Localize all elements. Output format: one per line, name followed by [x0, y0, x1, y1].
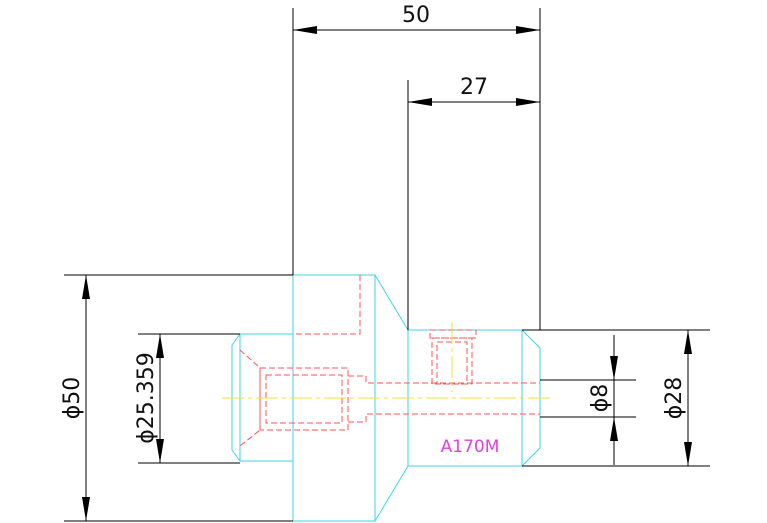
part-label: A170M [441, 437, 500, 457]
dim-bore-diameter-text: ϕ25.359 [134, 352, 159, 444]
hidden-through-hole [348, 375, 540, 384]
arrow-d25-bottom [156, 439, 164, 463]
arrow-27-right [516, 98, 540, 106]
hidden-lines [239, 275, 540, 447]
arrow-50-right [516, 26, 540, 34]
hidden-cross-hole-outer [429, 329, 477, 339]
dim-step-length-text: 27 [460, 75, 488, 100]
arrow-d8-top [610, 356, 618, 380]
arrow-d50-bottom [82, 497, 90, 521]
arrow-27-left [408, 98, 432, 106]
hidden-bore-chamfer [239, 349, 261, 447]
arrow-d8-bottom [610, 417, 618, 441]
dim-overall-length-text: 50 [402, 3, 430, 28]
hidden-step-line [293, 275, 361, 335]
arrow-d28-top [684, 330, 692, 354]
hidden-through-hole-bottom [348, 413, 540, 423]
arrow-d28-bottom [684, 442, 692, 466]
dim-small-diameter-text: ϕ28 [662, 377, 687, 420]
arrow-d50-top [82, 275, 90, 299]
arrow-50-left [293, 26, 317, 34]
dim-hole-diameter-text: ϕ8 [588, 384, 613, 413]
center-lines [222, 322, 552, 399]
dimension-arrows [82, 26, 692, 521]
hidden-thread-inner [265, 374, 343, 424]
arrow-d25-top [156, 334, 164, 358]
dim-large-diameter-text: ϕ50 [60, 377, 85, 420]
hidden-threaded-bore [259, 367, 349, 431]
